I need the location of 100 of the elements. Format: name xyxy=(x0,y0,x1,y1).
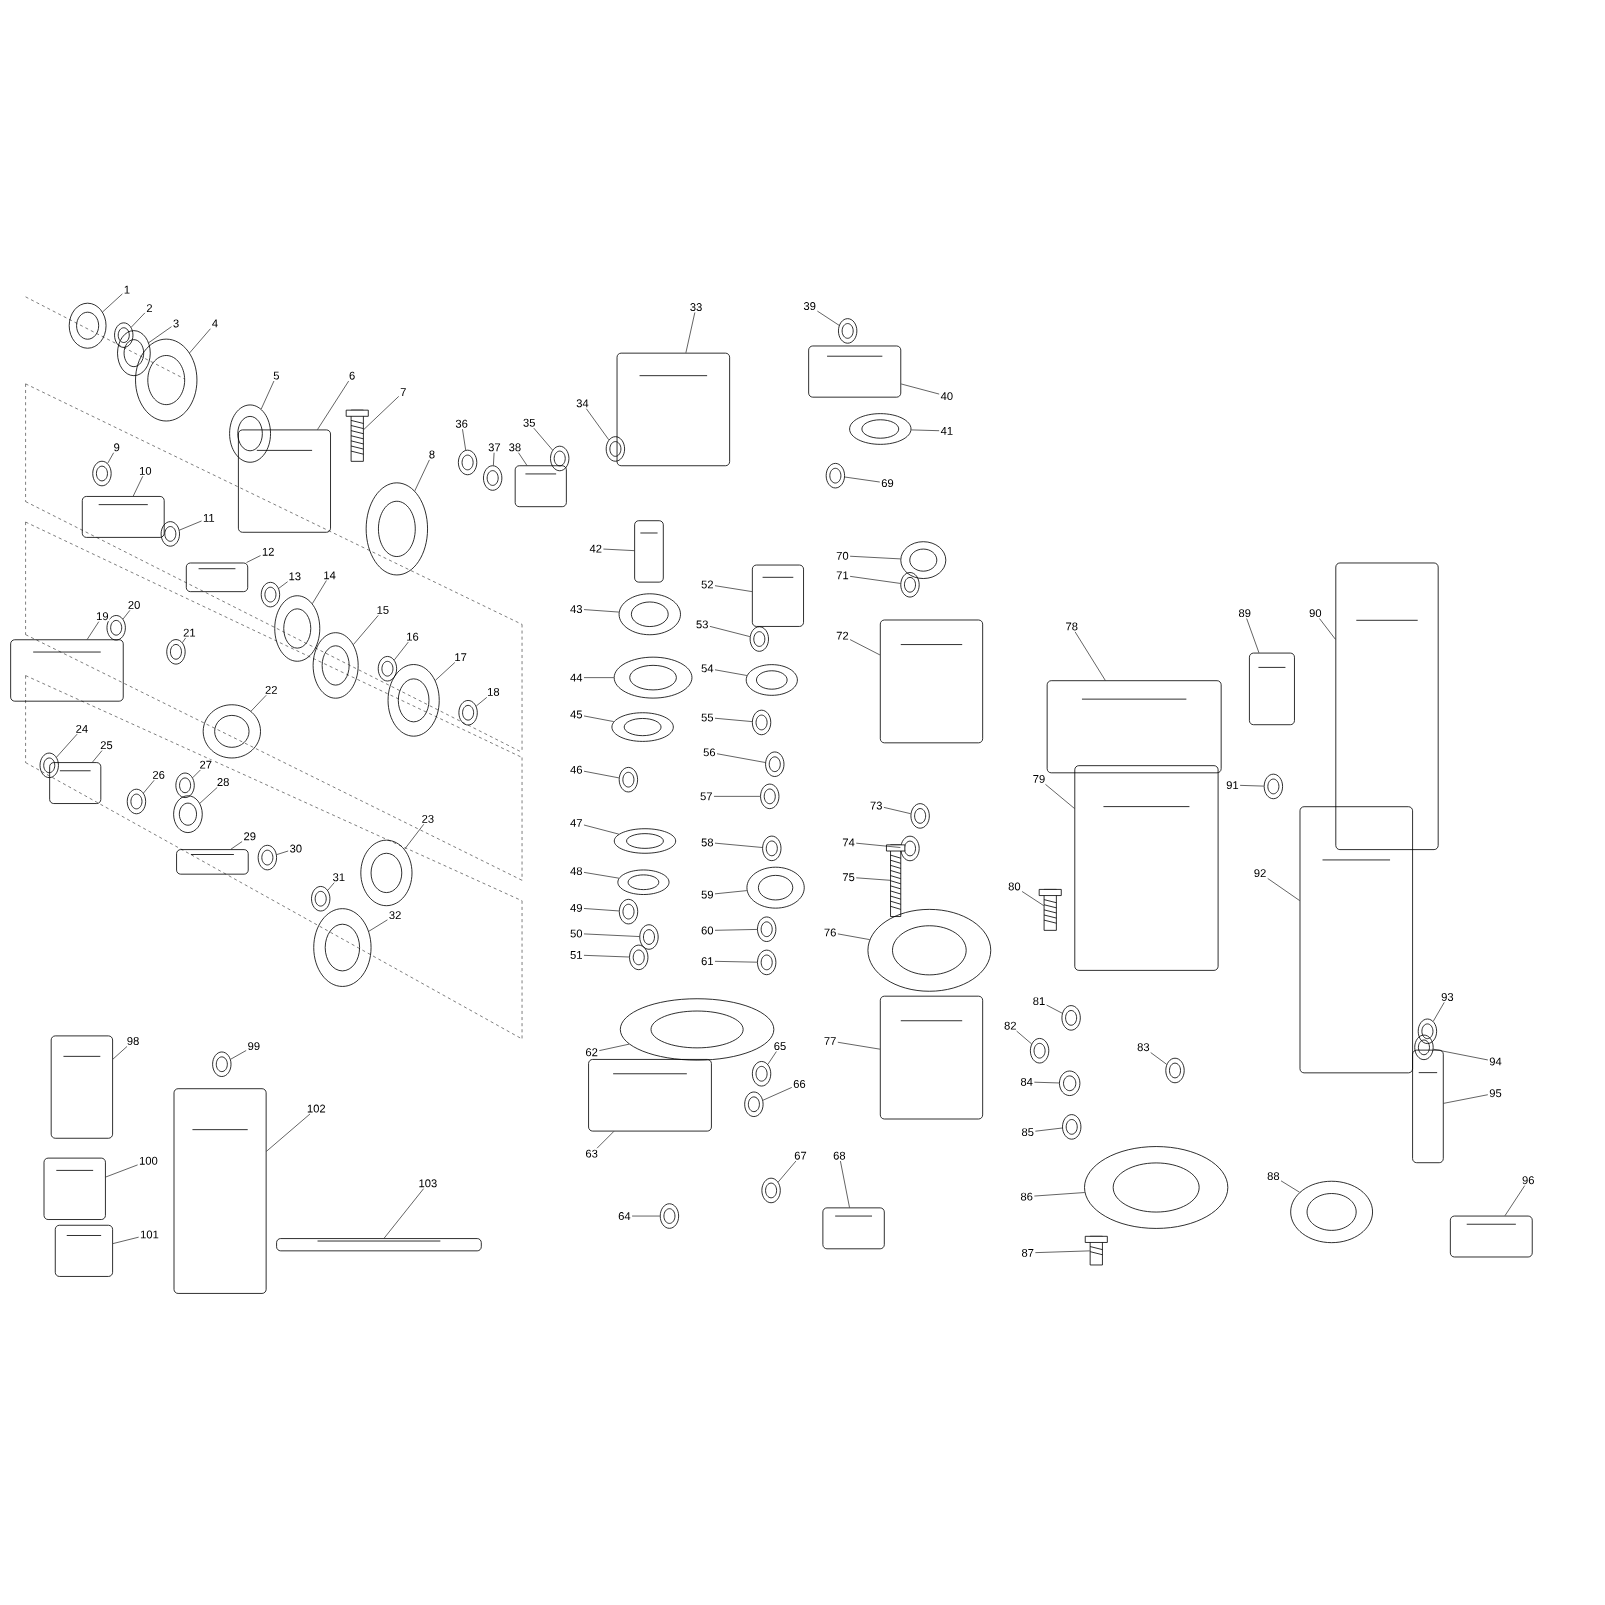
leader-line xyxy=(143,779,155,794)
leader-line xyxy=(1046,1004,1063,1014)
callout-number: 39 xyxy=(802,301,817,312)
callout-number: 13 xyxy=(287,571,303,582)
part-drawing xyxy=(313,908,372,987)
leader-line xyxy=(714,717,753,722)
callout-number: 56 xyxy=(702,747,717,758)
callout-number: 4 xyxy=(210,318,220,329)
callout-number: 29 xyxy=(242,831,257,842)
leader-line xyxy=(583,677,615,678)
part-drawing xyxy=(202,704,261,759)
leader-line xyxy=(709,626,751,637)
callout-number: 57 xyxy=(699,791,714,802)
part-drawing xyxy=(900,572,920,598)
part-drawing xyxy=(867,908,992,992)
callout-number: 40 xyxy=(939,391,955,402)
leader-line xyxy=(250,694,267,712)
leader-line xyxy=(767,1051,777,1065)
part-drawing xyxy=(1299,806,1413,1074)
callout-number: 5 xyxy=(272,370,281,381)
leader-line xyxy=(1074,631,1106,681)
leader-line xyxy=(112,1046,128,1060)
part-drawing xyxy=(345,409,369,462)
leader-line xyxy=(1280,1180,1300,1193)
leader-line xyxy=(583,824,620,835)
leader-line xyxy=(199,787,218,804)
leader-line xyxy=(583,955,630,958)
part-drawing xyxy=(212,1051,232,1077)
part-drawing xyxy=(365,482,428,576)
part-drawing xyxy=(229,404,271,463)
callout-number: 99 xyxy=(246,1041,262,1052)
part-drawing xyxy=(760,783,780,810)
leader-line xyxy=(86,621,100,640)
callout-number: 36 xyxy=(454,418,469,429)
leader-line xyxy=(1239,785,1265,787)
leader-line xyxy=(189,328,211,354)
part-drawing xyxy=(629,944,649,971)
part-drawing xyxy=(618,593,681,636)
callout-number: 25 xyxy=(99,740,114,751)
part-drawing xyxy=(1046,680,1222,774)
callout-number: 14 xyxy=(322,570,337,581)
leader-line xyxy=(1034,1081,1060,1084)
part-drawing xyxy=(173,795,203,833)
part-drawing xyxy=(43,1157,106,1220)
part-drawing xyxy=(1084,1146,1229,1229)
part-drawing xyxy=(360,839,413,907)
part-drawing xyxy=(886,844,906,917)
leader-line xyxy=(900,383,940,395)
part-drawing xyxy=(838,318,858,344)
leader-line xyxy=(246,555,261,563)
callout-number: 98 xyxy=(125,1036,141,1046)
part-drawing xyxy=(257,844,277,871)
part-drawing xyxy=(822,1207,885,1250)
part-drawing xyxy=(550,445,570,472)
part-drawing xyxy=(879,995,984,1120)
leader-line xyxy=(112,1236,139,1244)
leader-line xyxy=(837,1041,881,1050)
leader-line xyxy=(583,609,620,613)
part-drawing xyxy=(613,828,677,854)
callout-number: 37 xyxy=(487,442,502,453)
callout-number: 59 xyxy=(700,889,715,900)
leader-line xyxy=(278,581,288,589)
part-drawing xyxy=(173,1088,267,1294)
callout-number: 31 xyxy=(331,872,347,883)
callout-number: 44 xyxy=(569,672,584,683)
callout-number: 63 xyxy=(584,1148,599,1159)
part-drawing xyxy=(751,709,772,736)
callout-number: 41 xyxy=(939,426,955,436)
leader-line xyxy=(596,1131,615,1149)
part-drawing xyxy=(745,664,798,696)
callout-number: 28 xyxy=(215,777,231,788)
callout-number: 26 xyxy=(151,769,166,780)
part-drawing xyxy=(39,752,59,779)
callout-number: 71 xyxy=(835,570,850,581)
leader-line xyxy=(368,919,388,932)
callout-number: 22 xyxy=(264,685,279,695)
callout-number: 49 xyxy=(569,902,584,913)
callout-number: 35 xyxy=(521,417,537,428)
leader-line xyxy=(317,380,349,430)
part-drawing xyxy=(757,916,777,942)
part-drawing xyxy=(483,465,503,491)
callout-number: 17 xyxy=(453,652,468,663)
part-drawing xyxy=(458,700,478,726)
callout-number: 65 xyxy=(772,1041,788,1052)
part-drawing xyxy=(274,595,321,662)
leader-line xyxy=(714,585,753,592)
callout-number: 87 xyxy=(1020,1247,1035,1258)
part-drawing xyxy=(387,664,440,737)
leader-line xyxy=(855,842,901,848)
leader-line xyxy=(714,929,758,931)
part-drawing xyxy=(10,639,124,702)
leader-line xyxy=(105,1164,138,1178)
callout-number: 103 xyxy=(417,1178,439,1189)
leader-line xyxy=(911,429,940,432)
part-drawing xyxy=(50,1035,113,1139)
callout-number: 23 xyxy=(420,813,436,824)
part-drawing xyxy=(1038,889,1062,931)
callout-number: 92 xyxy=(1252,868,1268,879)
part-drawing xyxy=(1062,1114,1082,1140)
callout-number: 15 xyxy=(375,605,391,615)
